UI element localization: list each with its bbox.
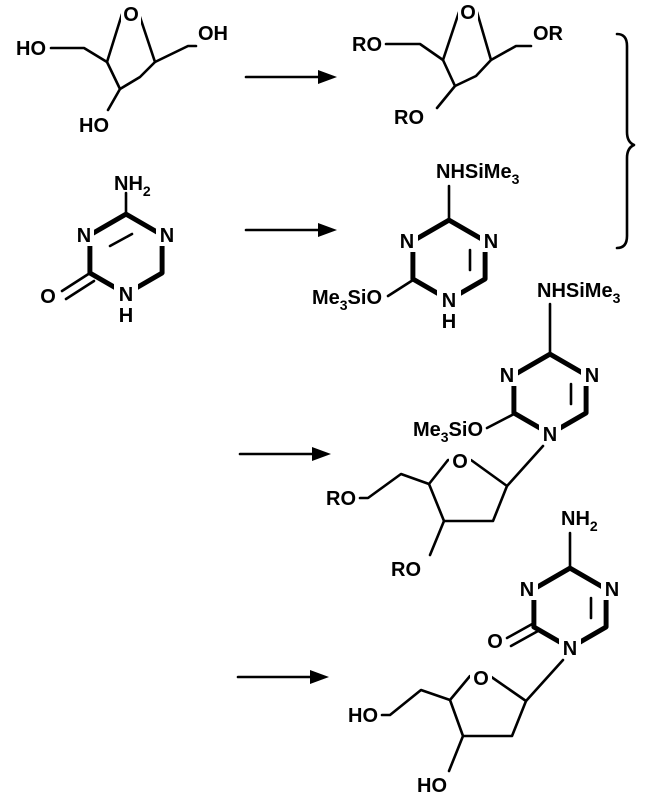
- ring-nitrogen: N: [400, 231, 414, 253]
- silylamino-group: NHSiMe3: [436, 161, 520, 187]
- amino-group: NH2: [561, 508, 598, 534]
- ro-3prime: RO: [394, 107, 424, 129]
- hydroxyl-5prime: HO: [16, 38, 46, 60]
- reaction-arrow-1: [244, 70, 337, 84]
- ring-nitrogen: N: [160, 225, 174, 247]
- or-anomeric: OR: [533, 23, 564, 45]
- reaction-arrow-3: [238, 447, 331, 461]
- ro-3prime: RO: [391, 559, 421, 581]
- ring-oxygen: O: [123, 4, 139, 26]
- ring-nitrogen: N: [605, 579, 619, 601]
- ring-nitrogen: N: [520, 579, 534, 601]
- ring-nitrogen: N: [484, 231, 498, 253]
- ring-nitrogen: N: [77, 225, 91, 247]
- hydroxyl-5prime: HO: [348, 705, 378, 727]
- carbonyl-oxygen: O: [40, 286, 56, 308]
- ro-5prime: RO: [352, 34, 382, 56]
- ring-oxygen: O: [452, 451, 468, 473]
- ring-nh-nitrogen: N: [442, 290, 456, 312]
- hydroxyl-anomeric: OH: [198, 23, 228, 45]
- silylated-azacytosine: N N N H NHSiMe3 Me3SiO: [312, 161, 520, 333]
- curly-bracket: [615, 32, 636, 250]
- glycosidic-nitrogen: N: [543, 424, 557, 446]
- protected-sugar: O RO OR RO: [352, 2, 564, 129]
- hydroxyl-3prime: HO: [417, 775, 447, 797]
- ring-oxygen: O: [473, 668, 489, 690]
- reaction-arrow-2: [244, 223, 337, 237]
- carbonyl-oxygen: O: [487, 631, 503, 653]
- silyloxy-group: Me3SiO: [312, 287, 382, 313]
- ring-nh-hydrogen: H: [119, 305, 133, 327]
- hydroxyl-3prime: HO: [79, 115, 109, 137]
- ring-oxygen: O: [460, 2, 476, 24]
- ring-nitrogen: N: [585, 365, 599, 387]
- decitabine: N N N NH2 O O HO HO: [348, 508, 623, 797]
- amino-group: NH2: [114, 173, 151, 199]
- glycosidic-nitrogen: N: [563, 638, 577, 660]
- silyloxy-group: Me3SiO: [413, 419, 483, 445]
- protected-nucleoside: N N N NHSiMe3 Me3SiO O RO RO: [326, 280, 621, 581]
- ro-5prime: RO: [326, 488, 356, 510]
- azacytosine: N N N H NH2 O: [40, 173, 178, 327]
- ring-nh-hydrogen: H: [442, 311, 456, 333]
- ring-nitrogen: N: [500, 365, 514, 387]
- silylamino-group: NHSiMe3: [537, 280, 621, 306]
- deoxyribose: O HO OH HO: [16, 4, 228, 137]
- ring-nh-nitrogen: N: [119, 284, 133, 306]
- reaction-arrow-4: [236, 670, 329, 684]
